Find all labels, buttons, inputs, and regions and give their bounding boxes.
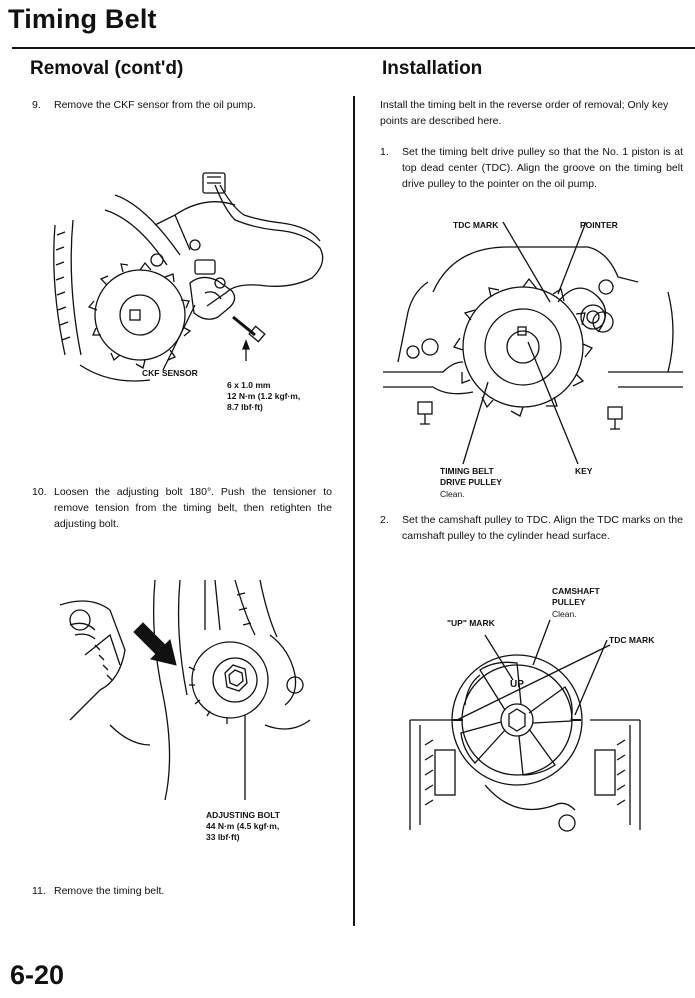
step-text: Remove the CKF sensor from the oil pump. [54, 99, 256, 111]
installation-heading: Installation [382, 58, 483, 79]
drive-pulley-label-line1: TIMING BELT [440, 466, 494, 476]
column-divider [353, 96, 355, 926]
bolt-size-label: 6 x 1.0 mm [227, 380, 271, 390]
drive-pulley-illustration [383, 221, 683, 465]
camshaft-clean-note: Clean. [552, 609, 577, 619]
adjusting-torque-line1: 44 N·m (4.5 kgf·m, [206, 821, 280, 831]
ckf-sensor-label: CKF SENSOR [142, 368, 198, 378]
adjusting-bolt-illustration [59, 579, 311, 801]
camshaft-label-line2: PULLEY [552, 597, 586, 607]
key-label: KEY [575, 466, 593, 476]
drive-pulley-label-line2: DRIVE PULLEY [440, 477, 502, 487]
adjusting-torque-line2: 33 lbf·ft) [206, 832, 240, 842]
drive-pulley-clean-note: Clean. [440, 489, 465, 499]
pointer-label: POINTER [580, 220, 618, 230]
step-text: Remove the timing belt. [54, 885, 165, 897]
header-rule [12, 47, 695, 49]
camshaft-label-line1: CAMSHAFT [552, 586, 600, 596]
cam-tdc-mark-label: TDC MARK [609, 635, 655, 645]
camshaft-pulley-illustration: UP [409, 619, 641, 832]
step-number: 10. [32, 486, 47, 498]
step-number: 2. [380, 514, 389, 526]
installation-step-1: 1. Set the timing belt drive pulley so t… [380, 144, 683, 208]
step-text: Loosen the adjusting bolt 180°. Push the… [54, 486, 332, 530]
ckf-sensor-illustration [53, 172, 324, 382]
page-number: 6-20 [10, 960, 65, 990]
step-text: Set the timing belt drive pulley so that… [402, 146, 683, 190]
step-number: 11. [32, 885, 46, 897]
removal-heading: Removal (cont'd) [30, 58, 184, 79]
step-number: 1. [380, 146, 389, 158]
tdc-mark-label: TDC MARK [453, 220, 499, 230]
removal-step-10: 10. Loosen the adjusting bolt 180°. Push… [32, 484, 332, 532]
installation-intro: Install the timing belt in the reverse o… [380, 99, 669, 127]
step-number: 9. [32, 99, 41, 111]
installation-step-2: 2. Set the camshaft pulley to TDC. Align… [380, 512, 683, 560]
removal-step-9: 9. Remove the CKF sensor from the oil pu… [32, 97, 332, 113]
step-text: Set the camshaft pulley to TDC. Align th… [402, 514, 683, 542]
ckf-torque-line2: 8.7 lbf·ft) [227, 402, 263, 412]
up-mark-glyph: UP [510, 679, 524, 690]
ckf-torque-line1: 12 N·m (1.2 kgf·m, [227, 391, 301, 401]
adjusting-bolt-label: ADJUSTING BOLT [206, 810, 280, 820]
page-title: Timing Belt [8, 4, 157, 34]
removal-step-11: 11. Remove the timing belt. [32, 883, 332, 899]
up-mark-label: "UP" MARK [447, 618, 495, 628]
